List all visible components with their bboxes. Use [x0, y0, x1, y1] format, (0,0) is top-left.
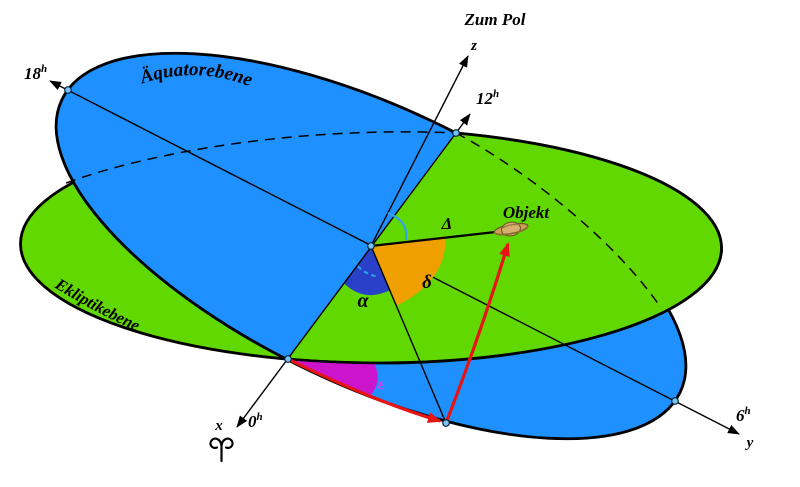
vernal-equinox-marker	[284, 355, 292, 363]
point-markers	[64, 86, 679, 427]
declination-label: δ	[422, 272, 432, 293]
right-ascension-red-arc	[287, 357, 442, 423]
z-axis-line	[370, 55, 469, 247]
hour-6-label: 6h	[736, 405, 751, 425]
hour-6-sup: h	[745, 405, 751, 417]
hour-circle-foot-line	[370, 245, 447, 424]
node-12h-marker	[452, 129, 460, 137]
declination-red-arc	[444, 242, 510, 424]
hour-6-base: 6	[736, 406, 745, 425]
z-axis-label: z	[470, 38, 477, 54]
hour-0-sup: h	[257, 411, 263, 423]
saturn-object	[493, 221, 529, 237]
polar-angle-arc-dashed	[352, 259, 378, 278]
object-label: Objekt	[503, 203, 551, 222]
polar-angle-arc	[387, 212, 408, 241]
hour-18-base: 18	[24, 64, 42, 83]
y-axis-label: y	[745, 435, 754, 451]
ecliptic-edge-over-wedge	[287, 357, 375, 365]
hour-12-sup: h	[493, 88, 499, 100]
hour-12-base: 12	[476, 89, 494, 108]
x-axis-label: x	[214, 418, 223, 434]
obliquity-label: ε	[378, 376, 385, 393]
right-ascension-label: α	[357, 290, 369, 312]
saturn-band	[501, 223, 520, 229]
saturn-ring-front	[493, 225, 529, 236]
pole-label: Zum Pol	[464, 10, 526, 29]
hour-18-sup: h	[41, 63, 47, 75]
x-axis-line-0h	[236, 132, 457, 428]
hour-0-base: 0	[248, 412, 257, 431]
equator-foot-marker	[442, 419, 450, 427]
distance-delta-label: Δ	[441, 214, 453, 233]
aries-right-horn	[220, 437, 234, 450]
hour-18-label: 18h	[24, 63, 47, 83]
hour-12-arrow	[455, 113, 471, 134]
right-ascension-angle-wedge	[343, 246, 390, 296]
origin-marker	[367, 242, 375, 250]
point-18h-marker	[64, 86, 72, 94]
point-6h-marker	[671, 397, 679, 405]
distance-delta-line	[370, 230, 501, 248]
hour-12-label: 12h	[476, 88, 499, 108]
aries-left-horn	[209, 437, 223, 450]
aries-symbol-icon	[209, 437, 234, 463]
hour-0-label: 0h	[248, 411, 263, 431]
